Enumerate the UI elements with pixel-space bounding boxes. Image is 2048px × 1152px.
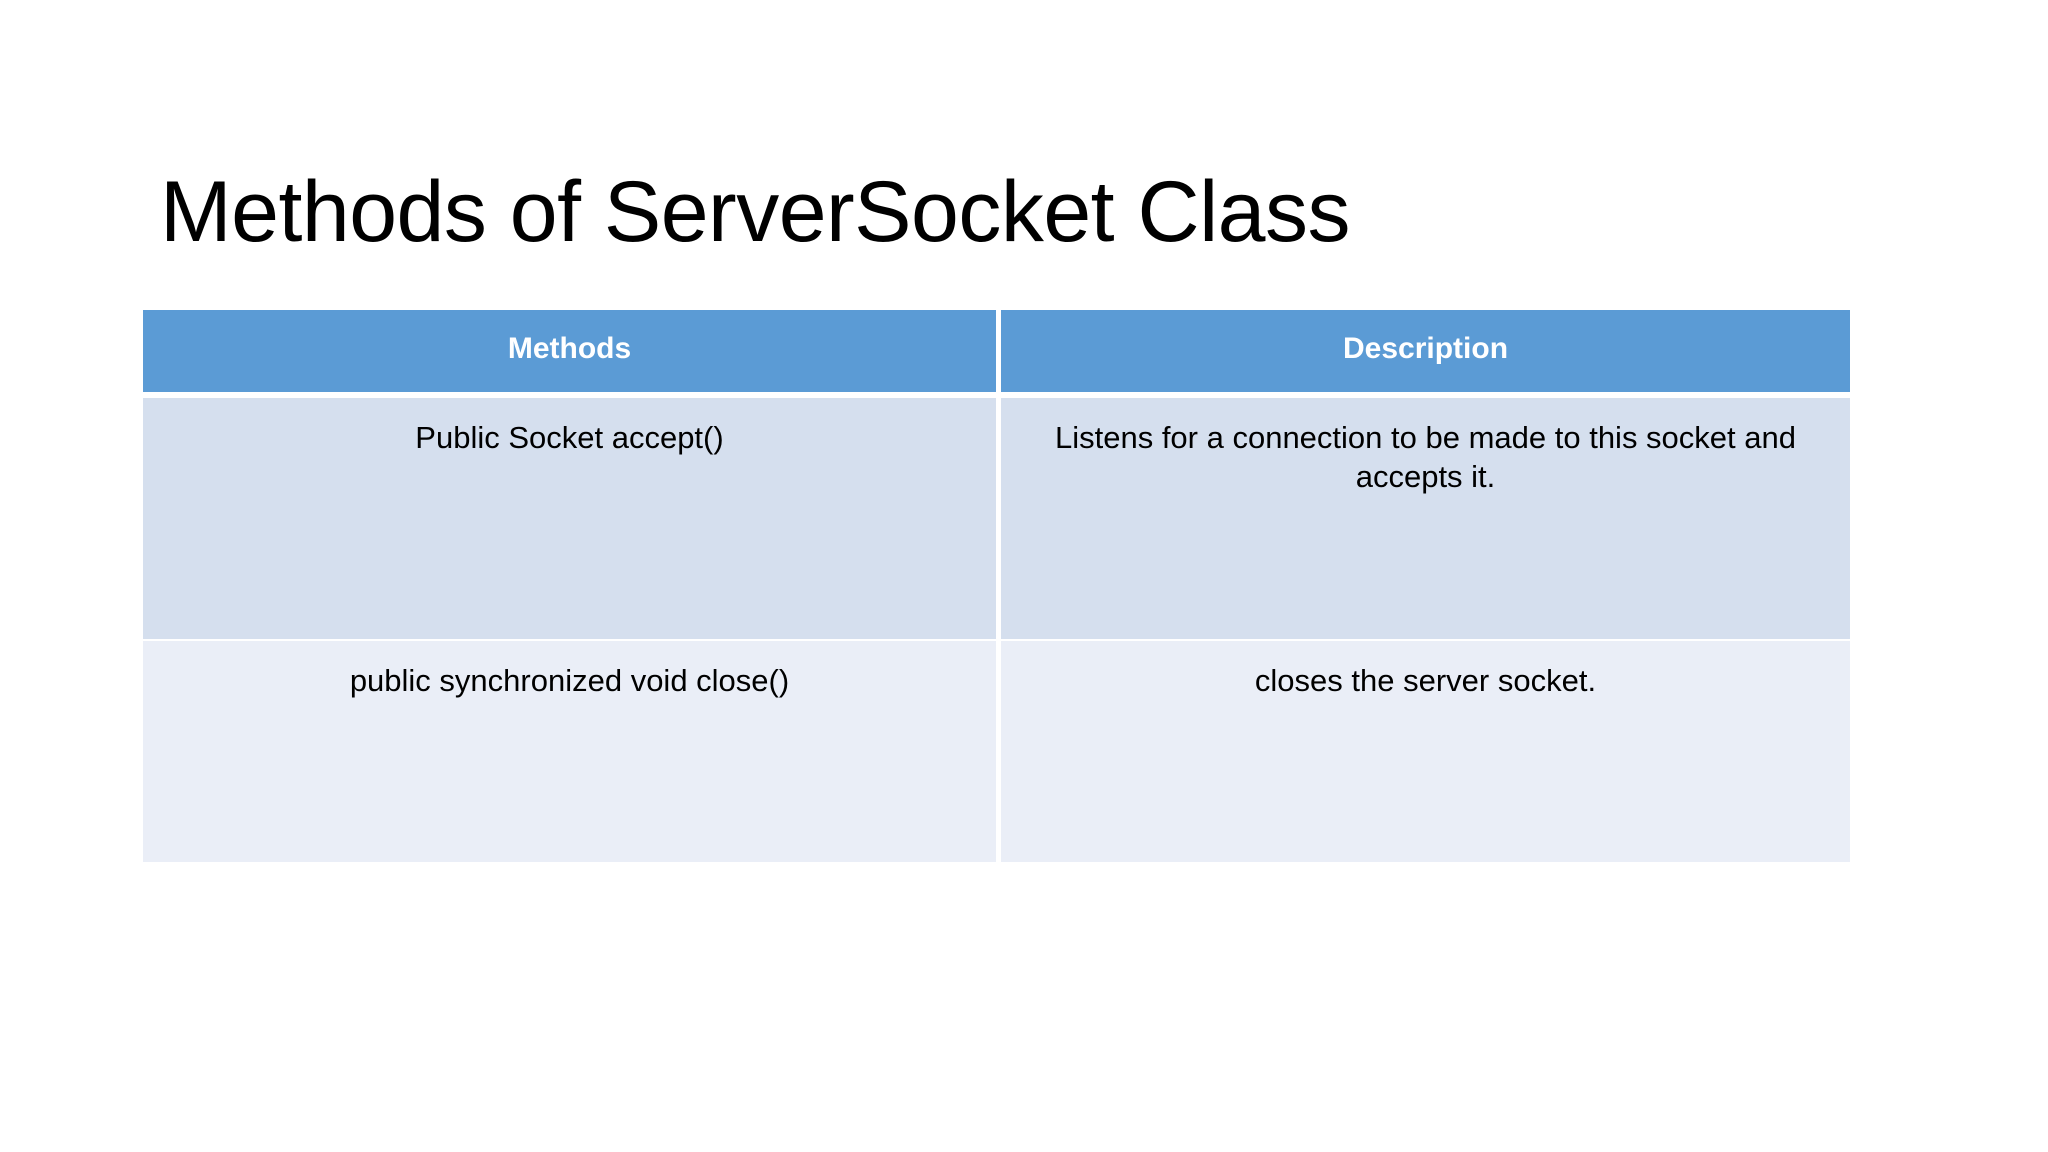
cell-method-accept: Public Socket accept() — [143, 398, 1001, 641]
column-header-description: Description — [1001, 310, 1850, 398]
cell-method-close: public synchronized void close() — [143, 641, 1001, 862]
cell-description-close: closes the server socket. — [1001, 641, 1850, 862]
cell-text: Public Socket accept() — [415, 420, 724, 455]
methods-table: Methods Description Public Socket accept… — [143, 310, 1850, 862]
table-header: Methods Description — [143, 310, 1850, 398]
cell-text: Listens for a connection to be made to t… — [1054, 420, 1796, 495]
cell-description-accept: Listens for a connection to be made to t… — [1001, 398, 1850, 641]
table-header-row: Methods Description — [143, 310, 1850, 398]
cell-text: public synchronized void close() — [349, 663, 790, 698]
table-body: Public Socket accept() Listens for a con… — [143, 398, 1850, 862]
column-header-methods: Methods — [143, 310, 1001, 398]
cell-text: closes the server socket. — [1254, 663, 1597, 698]
page-title: Methods of ServerSocket Class — [160, 163, 1351, 260]
table-row: Public Socket accept() Listens for a con… — [143, 398, 1850, 641]
table-row: public synchronized void close() closes … — [143, 641, 1850, 862]
